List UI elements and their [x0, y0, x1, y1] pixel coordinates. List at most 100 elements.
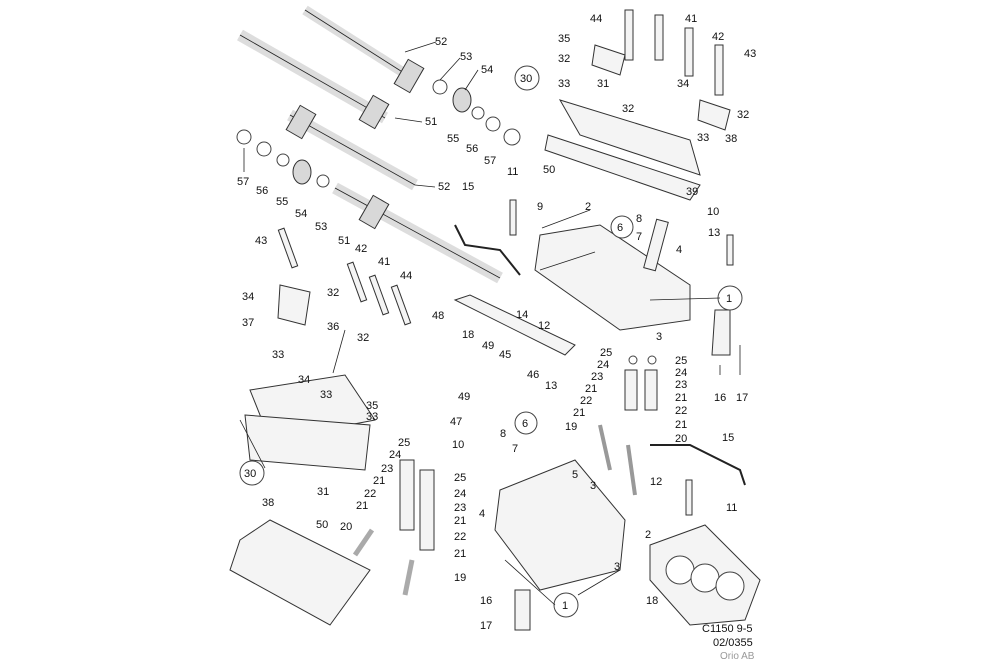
callout: 42 — [712, 31, 724, 43]
callout: 22 — [580, 395, 592, 407]
callout: 33 — [320, 389, 332, 401]
callout: 2 — [645, 529, 651, 541]
callout: 49 — [482, 340, 494, 352]
callout: 50 — [543, 164, 555, 176]
callout: 41 — [685, 13, 697, 25]
callout: 56 — [256, 185, 268, 197]
callout: 22 — [454, 531, 466, 543]
callout: 22 — [364, 488, 376, 500]
callout: 38 — [725, 133, 737, 145]
drawing-code: C1150 9-5 — [702, 623, 753, 635]
gear-rings-upper — [432, 79, 521, 146]
footer: C1150 9-5 02/0355 Orio AB — [702, 623, 755, 662]
callout: 10 — [707, 206, 719, 218]
bolts-right-top — [591, 9, 731, 131]
cylinder-head-right — [534, 224, 691, 331]
callout: 2 — [585, 201, 591, 213]
callout: 1 — [562, 600, 568, 612]
callout: 33 — [366, 411, 378, 423]
hose-right — [650, 444, 746, 516]
callout: 20 — [675, 433, 687, 445]
callout: 4 — [676, 244, 682, 256]
callout: 46 — [527, 369, 539, 381]
callout: 32 — [622, 103, 634, 115]
callout: 44 — [400, 270, 412, 282]
callout: 53 — [315, 221, 327, 233]
callout: 18 — [462, 329, 474, 341]
ref-circle-30-left — [239, 460, 265, 486]
callout: 51 — [338, 235, 350, 247]
callout: 19 — [565, 421, 577, 433]
cam-cover-left — [244, 374, 376, 471]
callout: 32 — [357, 332, 369, 344]
valve-stack-lower — [352, 459, 435, 596]
callout: 24 — [389, 449, 401, 461]
ref-circle-6-top — [610, 215, 634, 239]
callout: 24 — [454, 488, 466, 500]
callout: 57 — [237, 176, 249, 188]
rail-hose-top — [454, 199, 521, 276]
callout: 3 — [614, 561, 620, 573]
callout: 8 — [636, 213, 642, 225]
gasket-lower-right — [649, 524, 761, 626]
callout: 21 — [373, 475, 385, 487]
callout: 33 — [697, 132, 709, 144]
callout: 12 — [538, 320, 550, 332]
callout: 38 — [262, 497, 274, 509]
callout: 19 — [454, 572, 466, 584]
callout: 45 — [499, 349, 511, 361]
callout: 57 — [484, 155, 496, 167]
callout: 11 — [726, 502, 737, 514]
callout: 30 — [520, 73, 532, 85]
callout: 20 — [340, 521, 352, 533]
valve-stack-right — [598, 355, 658, 496]
callout: 43 — [744, 48, 756, 60]
ref-circle-6-mid — [514, 411, 538, 435]
callout: 34 — [298, 374, 310, 386]
gasket-right — [453, 294, 576, 356]
brand-watermark: Orio AB — [720, 651, 755, 662]
callout: 6 — [617, 222, 623, 234]
callout: 1 — [726, 293, 732, 305]
callout: 17 — [736, 392, 748, 404]
callout: 25 — [675, 355, 687, 367]
callout: 15 — [462, 181, 474, 193]
callout: 31 — [597, 78, 609, 90]
callout: 13 — [708, 227, 720, 239]
callout: 17 — [480, 620, 492, 632]
callout: 42 — [355, 243, 367, 255]
callout: 32 — [737, 109, 749, 121]
bolts-left — [277, 227, 412, 326]
cylinder-head-lower — [494, 459, 626, 591]
callout: 23 — [381, 463, 393, 475]
callout: 31 — [317, 486, 329, 498]
callout: 32 — [558, 53, 570, 65]
callout: 21 — [454, 548, 466, 560]
camshaft-lower-1 — [332, 182, 503, 284]
callout: 55 — [447, 133, 459, 145]
callout: 14 — [516, 309, 528, 321]
callout: 39 — [686, 186, 698, 198]
callout: 23 — [675, 379, 687, 391]
cam-cover-right-upper — [544, 99, 701, 201]
callout: 24 — [675, 367, 687, 379]
callout: 33 — [272, 349, 284, 361]
callout: 15 — [722, 432, 734, 444]
callout: 25 — [454, 472, 466, 484]
callout: 7 — [512, 443, 518, 455]
callout: 21 — [454, 515, 466, 527]
callout: 5 — [572, 469, 578, 481]
callout: 3 — [590, 480, 596, 492]
callout: 34 — [677, 78, 689, 90]
callout: 21 — [356, 500, 368, 512]
callout: 7 — [636, 231, 642, 243]
callout: 41 — [378, 256, 390, 268]
callout: 43 — [255, 235, 267, 247]
callout: 55 — [276, 196, 288, 208]
callout: 25 — [398, 437, 410, 449]
callout: 13 — [545, 380, 557, 392]
callout: 36 — [327, 321, 339, 333]
camshaft-middle-1 — [285, 104, 418, 191]
callout: 9 — [537, 201, 543, 213]
